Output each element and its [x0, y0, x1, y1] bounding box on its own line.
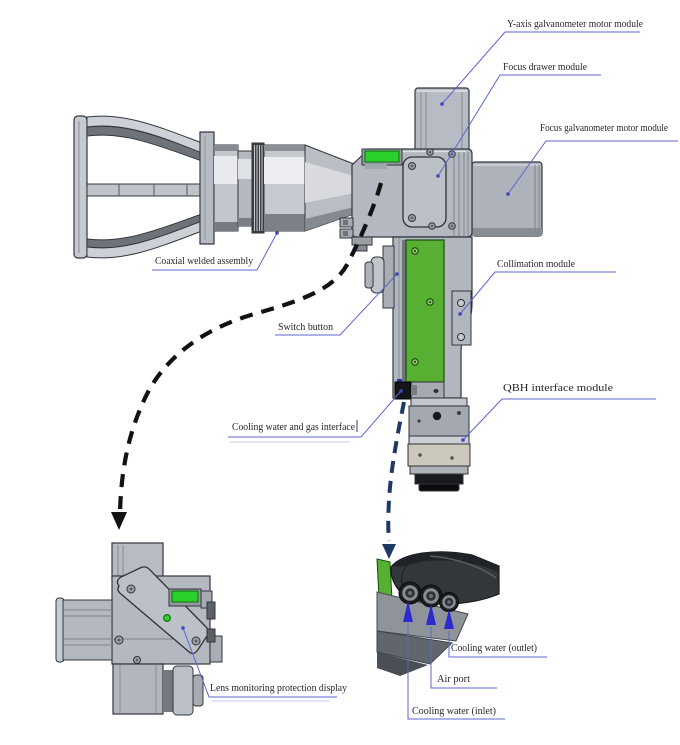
- beam-tube: [213, 142, 355, 234]
- cooling-outlet-port: [439, 592, 459, 612]
- callout-cooling-outlet: Cooling water (outlet): [448, 631, 547, 658]
- callout-cooling-gas: Cooling water and gas interface: [228, 389, 403, 443]
- cooling-gas-connector: [394, 379, 417, 400]
- detail-arrow-right: [382, 401, 406, 559]
- button-tab: [365, 164, 387, 169]
- cooling-inlet-port: [398, 581, 422, 605]
- callouts: Y-axis galvanometer motor module Focus d…: [152, 19, 678, 720]
- callout-cooling-inlet-label: Cooling water (inlet): [412, 706, 496, 717]
- callout-collimation: Collimation module: [458, 259, 616, 316]
- callout-collimation-label: Collimation module: [497, 259, 575, 270]
- callout-y-axis-label: Y-axis galvanometer motor module: [507, 19, 643, 30]
- callout-cooling-gas-label: Cooling water and gas interface: [232, 422, 355, 433]
- focus-galvo-module: [471, 161, 543, 237]
- arrowhead-down-icon: [382, 544, 396, 559]
- y-axis-galvo-module: [414, 87, 470, 153]
- vertical-barrel: [364, 236, 473, 400]
- switch-button-knob: [364, 245, 395, 309]
- port-arrow-icon: [403, 601, 413, 622]
- callout-cooling-inlet: Cooling water (inlet): [407, 624, 505, 720]
- main-housing: [339, 148, 473, 252]
- callout-lens-monitor-label: Lens monitoring protection display: [210, 683, 348, 694]
- callout-air-port: Air port: [430, 627, 497, 689]
- focus-drawer-plate: [402, 156, 447, 228]
- panel-screws: [411, 247, 434, 366]
- callout-lens-monitor: Lens monitoring protection display: [181, 626, 348, 702]
- callout-qbh: QBH interface module: [461, 383, 656, 442]
- air-port-port: [419, 584, 443, 608]
- panel-edge: [402, 240, 406, 382]
- lens-monitor-led: [163, 614, 171, 622]
- arrowhead-down-icon: [111, 512, 127, 530]
- green-status-button: [364, 150, 400, 163]
- cage-end-bar: [73, 115, 88, 259]
- detail-arrow-left: [111, 182, 384, 530]
- port-arrow-icon: [426, 604, 436, 625]
- callout-qbh-label: QBH interface module: [503, 383, 613, 394]
- detail-view-cooling-ports: [376, 551, 500, 676]
- cage-middle-bar: [86, 183, 203, 197]
- callout-focus-drawer: Focus drawer module: [436, 62, 601, 178]
- callout-switch: Switch button: [275, 272, 399, 336]
- housing-screws: [408, 148, 456, 230]
- green-side-panel: [405, 239, 445, 383]
- callout-air-port-label: Air port: [437, 674, 470, 685]
- green-status-button-detail: [171, 590, 199, 603]
- detail-screws: [114, 584, 201, 664]
- callout-cooling-outlet-label: Cooling water (outlet): [451, 643, 537, 654]
- callout-switch-label: Switch button: [278, 322, 334, 333]
- port-arrow-icon: [444, 609, 454, 629]
- callout-focus-galvo: Focus galvanometer motor module: [506, 123, 678, 196]
- callout-y-axis: Y-axis galvanometer motor module: [440, 19, 643, 106]
- main-view: [73, 87, 543, 492]
- callout-coaxial: Coaxial welded assembly: [152, 231, 279, 271]
- callout-coaxial-label: Coaxial welded assembly: [155, 256, 254, 267]
- cage-flange: [199, 131, 215, 245]
- callout-focus-galvo-label: Focus galvanometer motor module: [540, 123, 668, 134]
- collimation-plate: [451, 290, 472, 346]
- qbh-interface-module: [407, 397, 471, 492]
- detail-view-lens-monitor: [55, 542, 223, 716]
- coaxial-welded-assembly: [73, 115, 215, 259]
- callout-focus-drawer-label: Focus drawer module: [503, 62, 587, 73]
